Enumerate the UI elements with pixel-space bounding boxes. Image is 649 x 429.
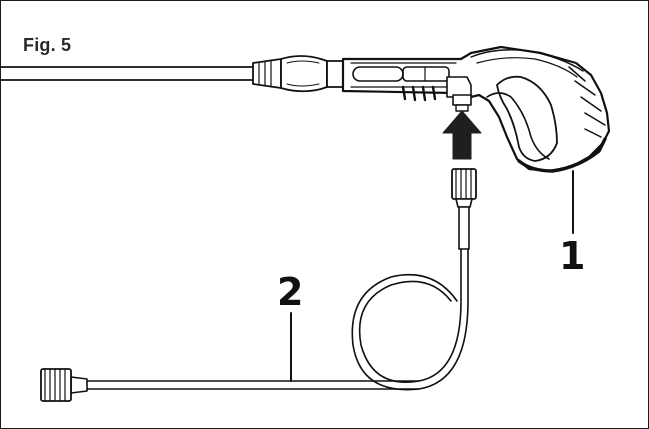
handle-ribs (568, 66, 606, 138)
figure-label: Fig. 5 (23, 35, 72, 55)
grip-ribs (401, 85, 437, 102)
connection-arrow (442, 110, 482, 160)
spray-lance (1, 55, 344, 93)
trigger-gun (341, 45, 611, 173)
high-pressure-hose (40, 168, 477, 402)
callout-number-1: 1 (559, 234, 586, 278)
callout-number-2: 2 (277, 270, 304, 314)
